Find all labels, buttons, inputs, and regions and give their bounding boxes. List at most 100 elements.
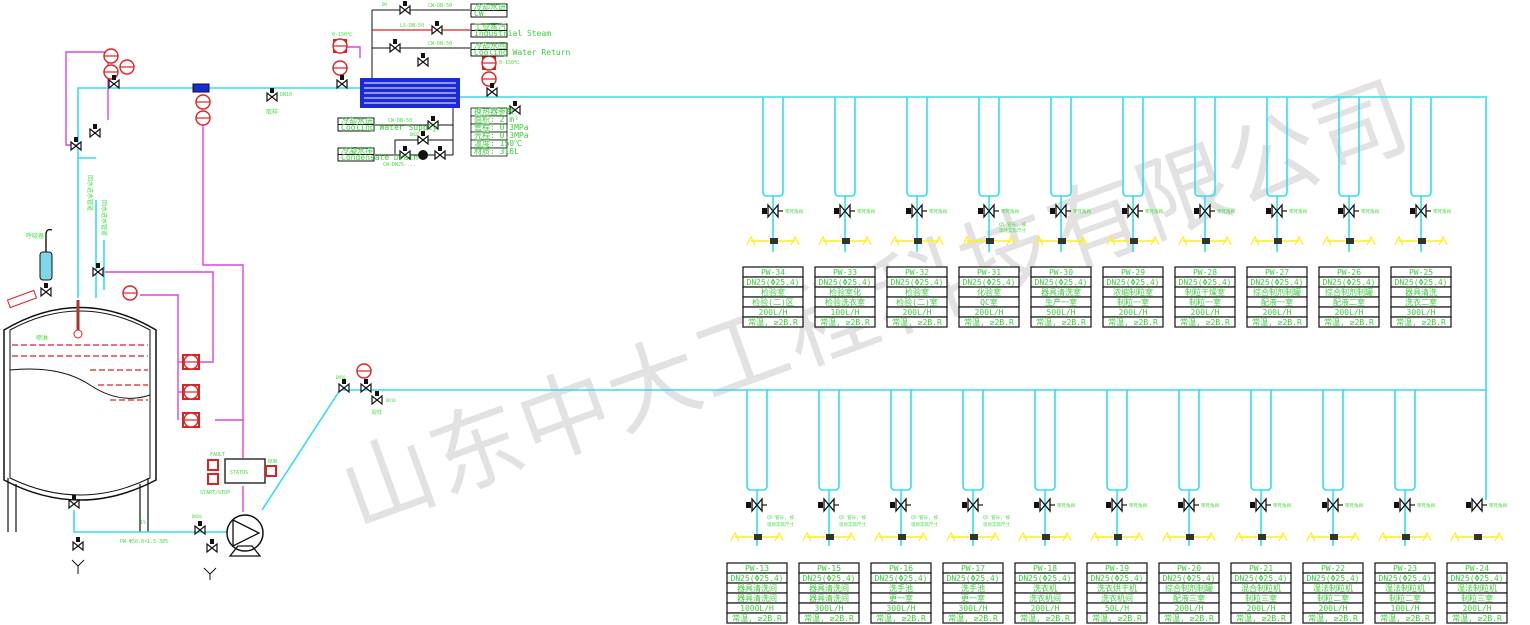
point-room: 器具清洗室 bbox=[1041, 287, 1081, 297]
zero-deadleg-valve-icon[interactable] bbox=[1394, 497, 1415, 513]
point-temp: 常温, ≥2B.R bbox=[1020, 614, 1070, 623]
point-table-row bbox=[1246, 316, 1308, 328]
zero-deadleg-valve-icon[interactable] bbox=[1250, 497, 1271, 513]
zero-deadleg-valve-icon[interactable] bbox=[962, 497, 983, 513]
user-valve-label: 零死角阀 bbox=[1129, 502, 1147, 509]
pipe-support-icon bbox=[1394, 235, 1448, 246]
use-point-pw-27: 零死角阀PW-27DN25(Φ25.4)综合制剂制罐配液一室200L/H常温, … bbox=[1246, 203, 1308, 328]
hx-box-cw-supply-en: Cooling Water Supply bbox=[341, 123, 438, 132]
user-valve-label: 零死角阀 bbox=[1489, 502, 1507, 509]
point-tag: PW-20 bbox=[1177, 564, 1201, 573]
point-dn: DN25(Φ25.4) bbox=[1163, 574, 1216, 583]
point-tag: PW-22 bbox=[1321, 564, 1345, 573]
point-area: 洗衣机间 bbox=[1101, 593, 1133, 603]
user-valve-note: Q5 管长, 按 bbox=[767, 514, 795, 521]
drop-loop bbox=[890, 390, 912, 491]
point-table-row bbox=[1102, 316, 1164, 328]
pipe-support-icon bbox=[1450, 531, 1504, 542]
zero-deadleg-valve-icon[interactable] bbox=[746, 497, 767, 513]
point-flow: 300L/H bbox=[959, 604, 988, 613]
zero-deadleg-valve-icon[interactable] bbox=[818, 497, 839, 513]
zero-deadleg-valve-icon[interactable] bbox=[1106, 497, 1127, 513]
user-valve-label: 零死角阀 bbox=[1073, 208, 1091, 215]
point-flow: 200L/H bbox=[1247, 604, 1276, 613]
hx-box-cw-in-en: CW bbox=[474, 9, 484, 18]
user-valve-note: 现场实际尺寸 bbox=[983, 521, 1010, 528]
drop-loop bbox=[834, 97, 856, 197]
point-room: 洗手池 bbox=[889, 583, 913, 593]
zero-deadleg-valve-icon[interactable] bbox=[1410, 203, 1431, 219]
drop-loop bbox=[1394, 390, 1416, 491]
zero-deadleg-valve-icon[interactable] bbox=[1322, 497, 1343, 513]
pipe-support-icon bbox=[946, 531, 1000, 542]
point-dn: DN25(Φ25.4) bbox=[963, 278, 1016, 287]
zero-deadleg-valve-icon[interactable] bbox=[978, 203, 999, 219]
point-room: 化验室 bbox=[977, 287, 1001, 297]
point-dn: DN25(Φ25.4) bbox=[1107, 278, 1160, 287]
pipe-support-icon bbox=[746, 235, 800, 246]
point-area: 更一室 bbox=[961, 593, 985, 603]
point-tag: PW-34 bbox=[761, 268, 785, 277]
pipe-support-icon bbox=[962, 235, 1016, 246]
hx-box-steam-cn: 工业蒸汽 bbox=[474, 22, 506, 32]
point-table-row bbox=[1158, 612, 1220, 624]
zero-deadleg-valve-icon[interactable] bbox=[1266, 203, 1287, 219]
point-flow: 200L/H bbox=[1263, 308, 1292, 317]
point-area: 洗衣机间 bbox=[1029, 593, 1061, 603]
user-valve-label: 零死角阀 bbox=[1057, 502, 1075, 509]
point-temp: 常温, ≥2B.R bbox=[1236, 614, 1286, 623]
point-dn: DN25(Φ25.4) bbox=[1091, 574, 1144, 583]
point-area: 更一室 bbox=[889, 593, 913, 603]
point-tag: PW-18 bbox=[1033, 564, 1057, 573]
zero-deadleg-valve-icon[interactable] bbox=[1466, 497, 1487, 513]
point-area: 生产一室 bbox=[1045, 297, 1077, 307]
point-room: 综合制剂制罐 bbox=[1325, 287, 1373, 297]
point-temp: 常温, ≥2B.R bbox=[964, 318, 1014, 327]
pump-status-label: STATUS bbox=[230, 470, 248, 476]
hx-valve-dn25: DN25 bbox=[410, 132, 420, 137]
hx-box-steam-en: Industrial Steam bbox=[474, 29, 551, 38]
point-area: 配液二室 bbox=[1333, 297, 1365, 307]
point-room: 制粒干燥室 bbox=[1185, 287, 1225, 297]
user-valve-note: 现场实际尺寸 bbox=[839, 521, 866, 528]
slope-label: 1% bbox=[140, 520, 146, 526]
vent-filter-label: 呼吸器 bbox=[26, 233, 44, 240]
zero-deadleg-valve-icon[interactable] bbox=[890, 497, 911, 513]
drop-loop bbox=[1194, 97, 1216, 197]
drop-loop bbox=[1034, 390, 1056, 491]
hx-spec-row bbox=[470, 147, 508, 157]
zero-deadleg-valve-icon[interactable] bbox=[834, 203, 855, 219]
zero-deadleg-valve-icon[interactable] bbox=[1194, 203, 1215, 219]
point-room: 湿法制粒机 bbox=[1457, 583, 1497, 593]
zero-deadleg-valve-icon[interactable] bbox=[906, 203, 927, 219]
drop-loop bbox=[762, 97, 784, 197]
zero-deadleg-valve-icon[interactable] bbox=[1338, 203, 1359, 219]
pipe-support-icon bbox=[1234, 531, 1288, 542]
point-room: 综合制剂制罐 bbox=[1165, 583, 1213, 593]
hx-left-instrument-range: 0-150℃ bbox=[332, 32, 353, 38]
drop-loop bbox=[818, 390, 840, 491]
point-room: 湿法制粒机 bbox=[1313, 583, 1353, 593]
pipe-support-icon bbox=[1106, 235, 1160, 246]
point-dn: DN25(Φ25.4) bbox=[875, 574, 928, 583]
point-tag: PW-32 bbox=[905, 268, 929, 277]
instrument-cluster-left bbox=[70, 48, 278, 428]
point-table-row bbox=[798, 612, 860, 624]
zero-deadleg-valve-icon[interactable] bbox=[1050, 203, 1071, 219]
zero-deadleg-valve-icon[interactable] bbox=[1178, 497, 1199, 513]
zero-deadleg-valve-icon[interactable] bbox=[1122, 203, 1143, 219]
point-table-row bbox=[1174, 316, 1236, 328]
zero-deadleg-valve-icon[interactable] bbox=[762, 203, 783, 219]
point-table-row bbox=[1086, 612, 1148, 624]
point-tag: PW-30 bbox=[1049, 268, 1073, 277]
point-flow: 100L/H bbox=[1391, 604, 1420, 613]
supply-line-instruments bbox=[338, 363, 383, 405]
point-temp: 常温, ≥2B.R bbox=[892, 318, 942, 327]
zero-deadleg-valve-icon[interactable] bbox=[1034, 497, 1055, 513]
